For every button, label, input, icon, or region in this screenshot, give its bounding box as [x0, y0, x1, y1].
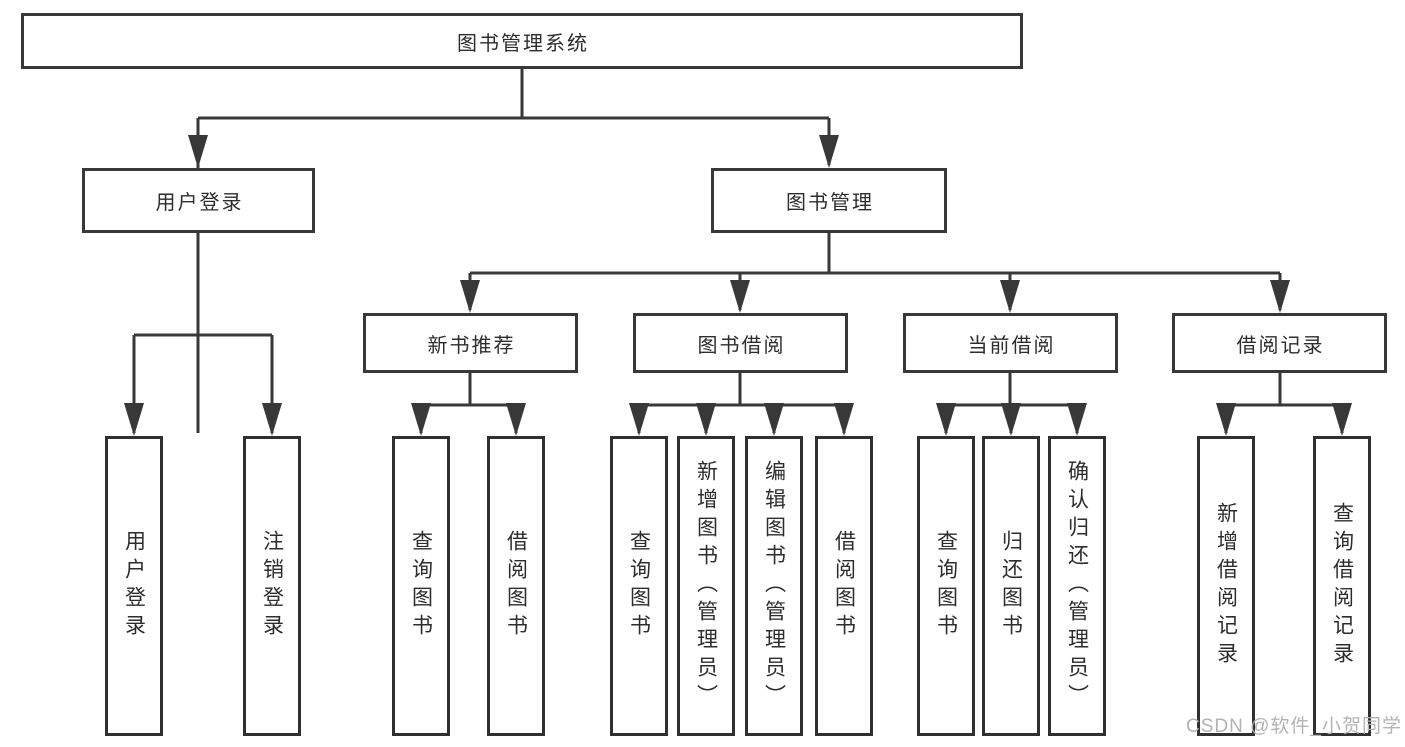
leaf-add-borrow-record: 新增借阅记录	[1197, 436, 1255, 736]
connector-bookborrow-to-leaves	[637, 373, 846, 433]
leaf-user-login-label: 用户登录	[122, 530, 146, 642]
leaf-query-books-current: 查询图书	[917, 436, 975, 736]
leaf-return-books: 归还图书	[982, 436, 1040, 736]
leaf-query-books-borrow-label: 查询图书	[627, 530, 651, 642]
node-borrow-records: 借阅记录	[1172, 313, 1387, 373]
leaf-add-book-admin-label: 新增图书（管理员）	[694, 460, 718, 712]
leaf-query-borrow-record-label: 查询借阅记录	[1330, 502, 1354, 670]
leaf-return-books-label: 归还图书	[999, 530, 1023, 642]
leaf-query-books-recommend-label: 查询图书	[409, 530, 433, 642]
node-library-management-system: 图书管理系统	[21, 13, 1023, 69]
node-book-borrow: 图书借阅	[633, 313, 848, 373]
connector-newbook-to-leaves	[419, 373, 518, 433]
connector-records-to-leaves	[1224, 373, 1344, 433]
leaf-query-books-current-label: 查询图书	[934, 530, 958, 642]
leaf-borrow-books: 借阅图书	[815, 436, 873, 736]
leaf-logout-login-label: 注销登录	[260, 530, 284, 642]
leaf-borrow-books-recommend-label: 借阅图书	[504, 530, 528, 642]
leaf-add-borrow-record-label: 新增借阅记录	[1214, 502, 1238, 670]
node-new-book-recommend: 新书推荐	[363, 313, 578, 373]
leaf-edit-book-admin-label: 编辑图书（管理员）	[762, 460, 786, 712]
node-user-login: 用户登录	[82, 168, 315, 233]
leaf-user-login: 用户登录	[105, 436, 163, 736]
connector-userlogin-to-leaves	[132, 233, 274, 433]
leaf-query-books-recommend: 查询图书	[392, 436, 450, 736]
node-current-borrow: 当前借阅	[903, 313, 1118, 373]
connector-root-to-level2	[196, 69, 831, 433]
leaf-borrow-books-recommend: 借阅图书	[487, 436, 545, 736]
node-book-management: 图书管理	[711, 168, 947, 233]
connector-bookmgmt-to-level3	[468, 233, 1282, 310]
leaf-confirm-return-admin: 确认归还（管理员）	[1048, 436, 1106, 736]
leaf-add-book-admin: 新增图书（管理员）	[677, 436, 735, 736]
leaf-logout-login: 注销登录	[243, 436, 301, 736]
leaf-borrow-books-label: 借阅图书	[832, 530, 856, 642]
leaf-query-books-borrow: 查询图书	[610, 436, 668, 736]
leaf-edit-book-admin: 编辑图书（管理员）	[745, 436, 803, 736]
leaf-confirm-return-admin-label: 确认归还（管理员）	[1065, 460, 1089, 712]
leaf-query-borrow-record: 查询借阅记录	[1313, 436, 1371, 736]
csdn-watermark: CSDN @软件_小贺同学	[1186, 716, 1402, 737]
